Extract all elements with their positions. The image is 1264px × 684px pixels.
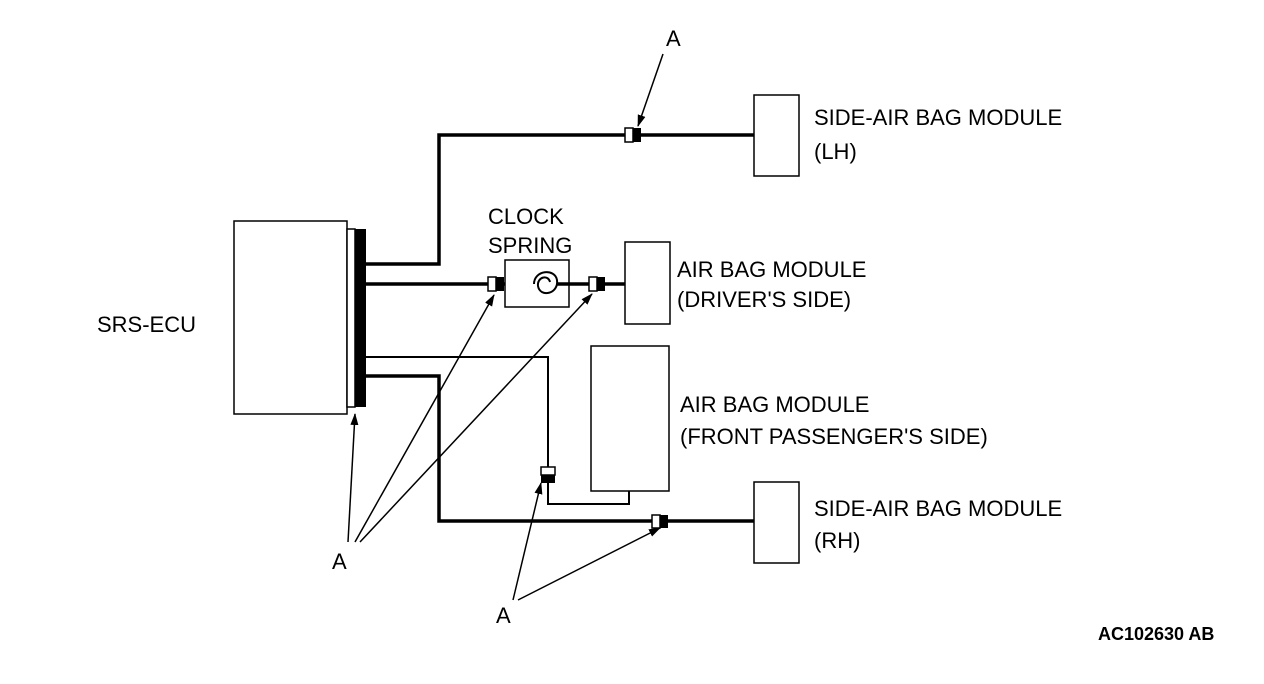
arrow-a-bottom-to-rh bbox=[517, 527, 661, 601]
arrow-a-top bbox=[637, 53, 664, 127]
wire-passenger-upper bbox=[366, 356, 549, 467]
callout-a-left: A bbox=[332, 549, 347, 574]
side-airbag-rh-box bbox=[753, 481, 800, 564]
side-airbag-rh-label-2: (RH) bbox=[814, 528, 860, 553]
connector-lh-half-a bbox=[624, 127, 634, 143]
srs-ecu-label: SRS-ECU bbox=[97, 312, 196, 337]
connector-passenger-b bbox=[541, 475, 555, 483]
srs-ecu-connector-strip bbox=[346, 228, 356, 408]
arrow-a-bottom-to-passenger bbox=[512, 482, 543, 601]
clock-spring-coil bbox=[533, 271, 559, 295]
wire-side-airbag-rh bbox=[366, 374, 652, 523]
srs-ecu-connector-bar bbox=[355, 229, 366, 407]
srs-ecu-box bbox=[233, 220, 348, 415]
airbag-passenger-label-1: AIR BAG MODULE bbox=[680, 392, 869, 417]
connector-clock-out-b bbox=[597, 277, 605, 291]
airbag-driver-label-1: AIR BAG MODULE bbox=[677, 257, 866, 282]
arrow-a-left-to-ecu bbox=[347, 413, 359, 543]
connector-clock-out-a bbox=[588, 276, 598, 292]
arrow-a-left-to-clock-in bbox=[354, 294, 495, 543]
clock-spring-label-1: CLOCK bbox=[488, 204, 564, 229]
airbag-passenger-label-2: (FRONT PASSENGER'S SIDE) bbox=[680, 424, 988, 449]
connector-passenger-a bbox=[540, 466, 556, 476]
arrow-a-left-to-clock-out bbox=[359, 293, 593, 543]
callout-a-bottom: A bbox=[496, 603, 511, 628]
connector-rh-half-a bbox=[651, 514, 661, 529]
clock-spring-label-2: SPRING bbox=[488, 233, 572, 258]
side-airbag-lh-label-2: (LH) bbox=[814, 139, 857, 164]
figure-code: AC102630 AB bbox=[1098, 624, 1214, 644]
connector-lh-half-b bbox=[633, 128, 641, 142]
wire-passenger-lower bbox=[547, 483, 630, 505]
callout-a-top: A bbox=[666, 26, 681, 51]
connector-rh-half-b bbox=[660, 515, 668, 528]
side-airbag-lh-box bbox=[753, 94, 800, 177]
airbag-passenger-box bbox=[590, 345, 670, 492]
airbag-driver-label-2: (DRIVER'S SIDE) bbox=[677, 287, 851, 312]
wire-side-airbag-lh bbox=[366, 133, 754, 266]
side-airbag-lh-label-1: SIDE-AIR BAG MODULE bbox=[814, 105, 1062, 130]
airbag-driver-box bbox=[624, 241, 671, 325]
connector-clock-in-a bbox=[487, 276, 497, 292]
connector-clock-in-b bbox=[496, 277, 504, 291]
side-airbag-rh-label-1: SIDE-AIR BAG MODULE bbox=[814, 496, 1062, 521]
